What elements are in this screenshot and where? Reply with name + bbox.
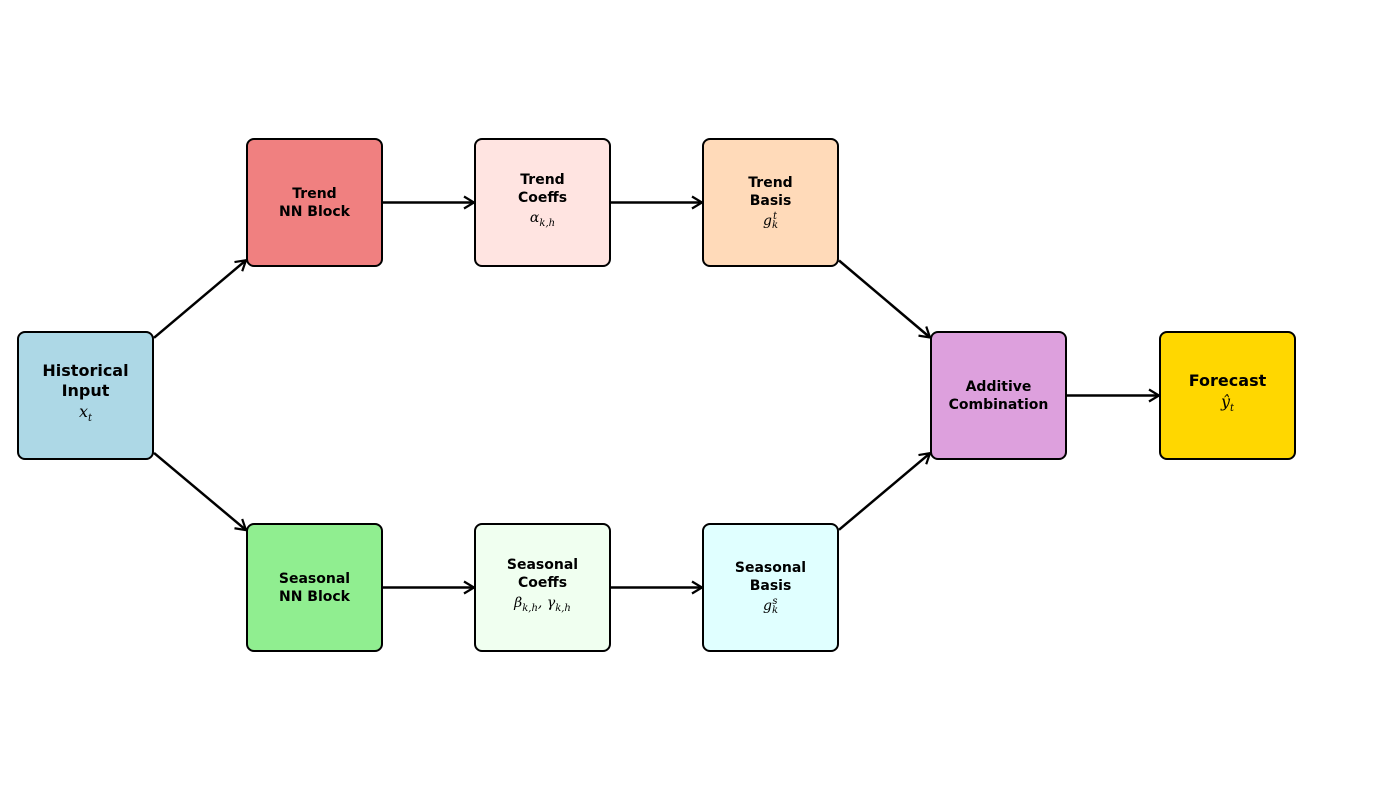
node-label: Coeffs [517,190,568,207]
additive-combination-node: Additive Combination [930,331,1067,460]
node-label: Basis [749,578,792,594]
node-label: Trend [292,185,337,202]
node-label: Combination [948,396,1049,413]
node-label: Seasonal [506,557,579,574]
node-label: Seasonal [278,570,351,587]
node-label: NN Block [278,203,350,220]
edge-arrow-seasonal_basis-to-combination [838,451,932,531]
trend-nn-block-node: Trend NN Block [246,138,383,267]
node-symbol: βk,h, γk,h [514,595,571,614]
trend-coeffs-node: Trend Coeffs αk,h [474,138,611,267]
node-symbol: αk,h [529,210,556,229]
node-label: Input [61,381,110,401]
node-symbol: ŷt [1220,392,1235,415]
node-label: Trend [748,175,793,191]
node-symbol: xt [78,402,93,425]
node-label: Basis [749,193,792,209]
edge-arrow-input-to-trend_nn [153,258,248,339]
seasonal-coeffs-node: Seasonal Coeffs βk,h, γk,h [474,523,611,652]
forecast-node: Forecast ŷt [1159,331,1296,460]
node-label: NN Block [278,588,350,605]
node-label: Historical [42,361,129,381]
node-label: Coeffs [517,575,568,592]
edge-arrow-input-to-seasonal_nn [153,451,248,532]
historical-input-node: Historical Input xt [17,331,154,460]
edge-arrow-trend_basis-to-combination [838,259,932,339]
node-label: Trend [520,172,565,189]
node-label: Additive [965,378,1032,395]
node-label: Forecast [1188,371,1267,391]
node-label: Seasonal [734,560,807,576]
seasonal-nn-block-node: Seasonal NN Block [246,523,383,652]
